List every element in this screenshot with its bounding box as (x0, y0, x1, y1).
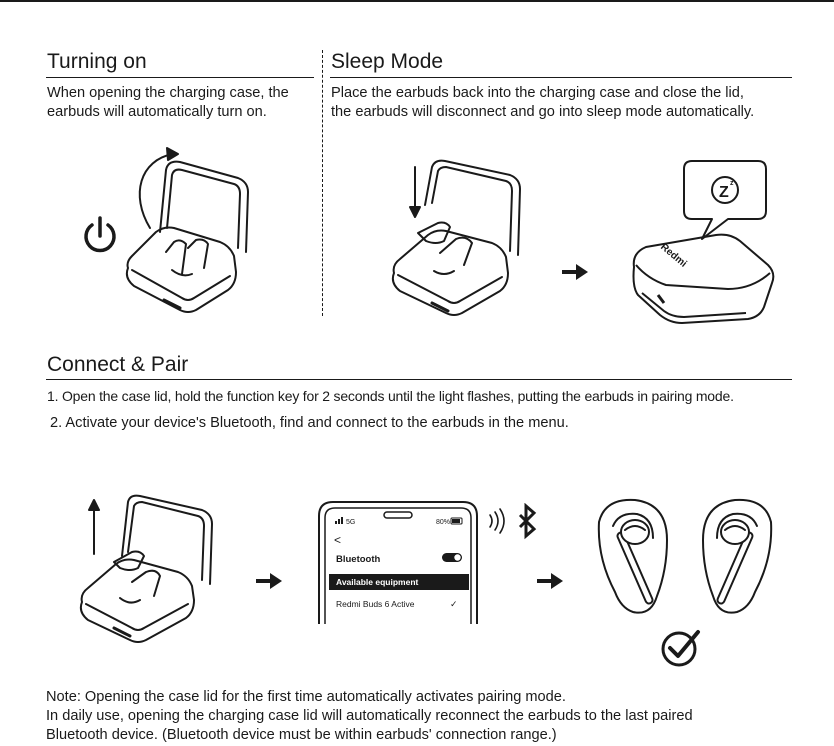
sleep-mode-heading: Sleep Mode (331, 50, 444, 73)
phone-notch (383, 511, 413, 519)
bluetooth-toggle[interactable] (442, 553, 462, 562)
sleep-mode-text-line1: Place the earbuds back into the charging… (331, 85, 744, 101)
insert-earbuds-illustration (391, 159, 521, 316)
turning-on-heading: Turning on (47, 50, 147, 73)
back-chevron-icon[interactable]: < (334, 533, 341, 547)
open-case-illustration (84, 147, 249, 313)
pairing-case-illustration (79, 494, 213, 643)
phone-illustration: 5G 80% < Bluetooth Available equipment R… (318, 501, 478, 624)
power-icon (84, 216, 116, 253)
sleep-mode-rule (330, 77, 792, 78)
top-border (0, 0, 834, 2)
arrow-right-icon (562, 264, 588, 280)
bluetooth-setting-label: Bluetooth (336, 554, 381, 565)
connect-pair-rule (46, 379, 792, 380)
turning-on-text: When opening the charging case, the earb… (47, 85, 289, 120)
connect-pair-step2: 2. Activate your device's Bluetooth, fin… (50, 415, 569, 431)
note-line3: Bluetooth device. (Bluetooth device must… (46, 727, 557, 743)
section-divider (322, 50, 323, 316)
note-line1: Note: Opening the case lid for the first… (46, 689, 566, 705)
note-line2: In daily use, opening the charging case … (46, 708, 693, 724)
bluetooth-icon (518, 503, 537, 540)
turning-on-rule (46, 77, 314, 78)
available-equipment-bar (329, 574, 469, 590)
sleep-z-icon: Z z (711, 176, 739, 204)
closed-case-illustration: Z z Redmi (632, 160, 775, 324)
phone-battery-label: 80% (436, 519, 450, 526)
svg-text:Z: Z (719, 184, 729, 201)
sleep-mode-text-line2: the earbuds will disconnect and go into … (331, 104, 755, 120)
bluetooth-broadcast (489, 503, 537, 540)
device-list-item-name[interactable]: Redmi Buds 6 Active (336, 599, 415, 609)
device-connected-check-icon: ✓ (450, 599, 458, 609)
available-equipment-header: Available equipment (336, 577, 419, 587)
case-brand-label: Redmi (658, 242, 689, 270)
connect-pair-heading: Connect & Pair (47, 353, 189, 376)
signal-bars-icon (335, 517, 343, 524)
battery-icon (450, 517, 463, 525)
check-circle-icon (661, 630, 700, 667)
svg-text:z: z (730, 180, 734, 187)
phone-signal-label: 5G (346, 519, 355, 526)
signal-waves-icon (489, 508, 505, 534)
ears-wearing-earbuds-illustration (597, 498, 773, 614)
connect-pair-step1: 1. Open the case lid, hold the function … (47, 388, 734, 404)
arrow-right-icon (537, 573, 563, 589)
arrow-right-icon (256, 573, 282, 589)
